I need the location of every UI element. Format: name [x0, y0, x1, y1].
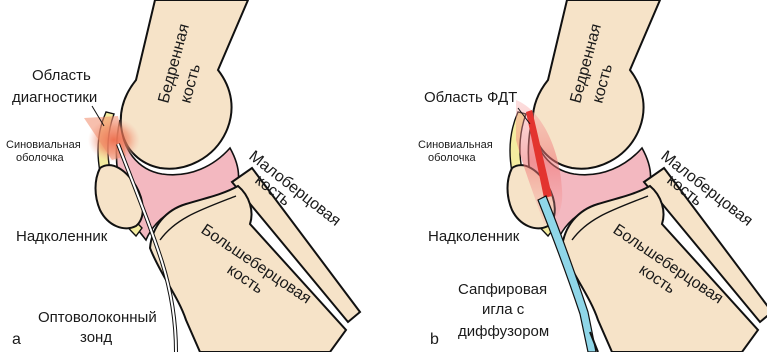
- synovial-label-b-line1: Синовиальная: [418, 139, 493, 151]
- needle-label-line3: диффузором: [458, 323, 549, 340]
- synovial-label-b-line2: оболочка: [428, 152, 476, 164]
- patella-label-b: Надколенник: [428, 228, 520, 245]
- panel-letter-a: a: [12, 331, 21, 348]
- region-label-line1: Область: [32, 67, 91, 84]
- synovial-label-line1: Синовиальная: [6, 139, 81, 151]
- panel-b: Область ФДТ Синовиальная оболочка Надкол…: [418, 0, 767, 352]
- pdt-region-label: Область ФДТ: [424, 89, 517, 106]
- patella-label: Надколенник: [16, 228, 108, 245]
- needle-label-line2: игла с: [482, 301, 525, 318]
- synovial-label-line2: оболочка: [16, 152, 64, 164]
- probe-label-line2: зонд: [80, 329, 112, 346]
- region-label-line2: диагностики: [12, 89, 97, 106]
- knee-anatomy-a: [96, 0, 361, 352]
- panel-a: Область диагностики Синовиальная оболочк…: [6, 0, 360, 352]
- panel-letter-b: b: [430, 331, 439, 348]
- needle-label-line1: Сапфировая: [458, 281, 547, 298]
- probe-label-line1: Оптоволоконный: [38, 309, 157, 326]
